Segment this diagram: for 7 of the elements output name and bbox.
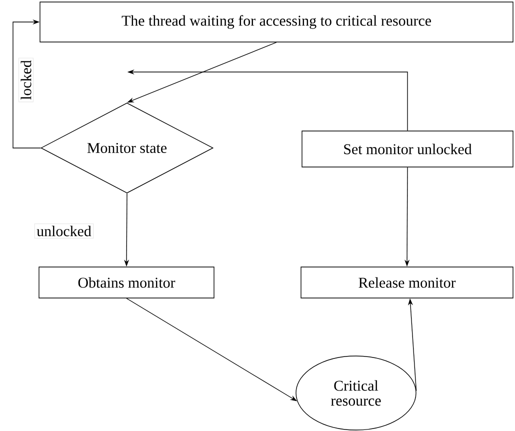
edge-label: locked — [18, 58, 34, 102]
arrow — [12, 19, 41, 148]
process-box: The thread waiting for accessing to critical resource — [40, 2, 514, 42]
edge-label: unlocked — [34, 223, 94, 239]
process-box: Obtains monitor — [38, 266, 214, 298]
process-box: Release monitor — [300, 266, 514, 298]
process-box: Set monitor unlocked — [302, 130, 514, 168]
